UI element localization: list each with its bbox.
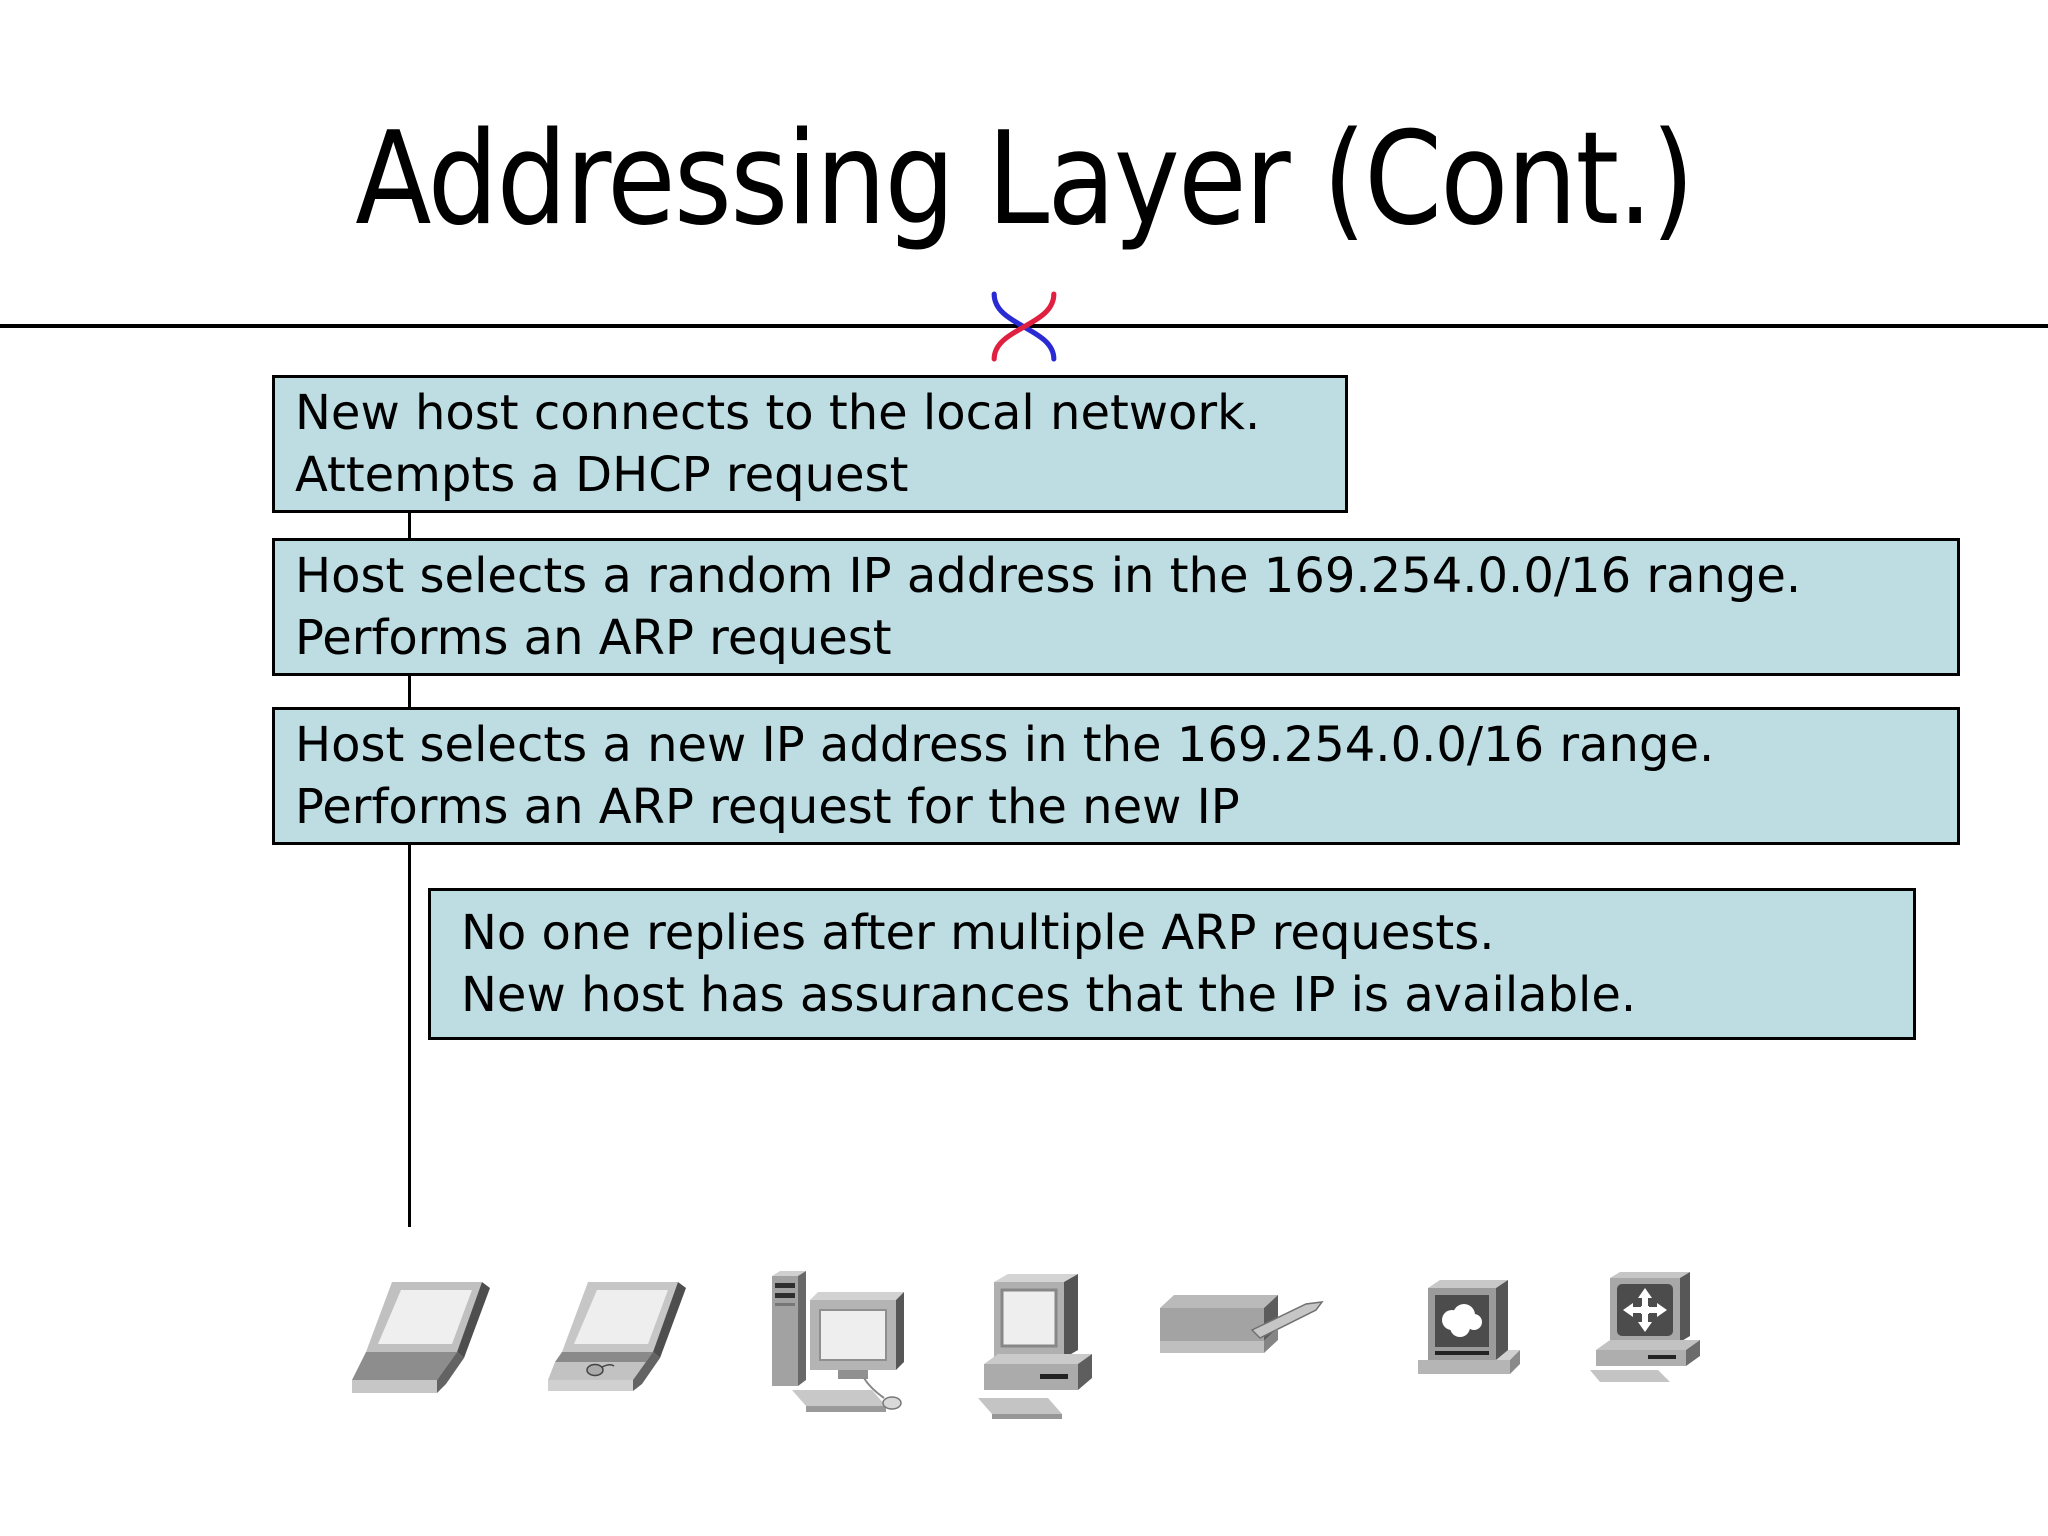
flow-box-line: Host selects a new IP address in the 169… bbox=[295, 716, 1715, 773]
printer-icon bbox=[1160, 1295, 1324, 1353]
desktop-pc-icon bbox=[772, 1271, 904, 1412]
connector-line-1 bbox=[408, 513, 411, 540]
classic-computer-icon bbox=[978, 1274, 1092, 1419]
flow-box-line: New host has assurances that the IP is a… bbox=[461, 967, 1637, 1023]
flow-box-line: Host selects a random IP address in the … bbox=[295, 547, 1802, 604]
flow-box-line: Performs an ARP request for the new IP bbox=[295, 779, 1240, 835]
flow-box-dhcp-request: New host connects to the local network. … bbox=[272, 375, 1348, 513]
flow-box-new-ip: Host selects a new IP address in the 169… bbox=[272, 707, 1960, 845]
flow-box-line: Attempts a DHCP request bbox=[295, 447, 909, 503]
flow-box-line: Performs an ARP request bbox=[295, 610, 892, 666]
flow-box-random-ip: Host selects a random IP address in the … bbox=[272, 538, 1960, 676]
connector-line-2 bbox=[408, 676, 411, 709]
laptop-alt-icon bbox=[548, 1282, 686, 1391]
connector-line-3 bbox=[408, 845, 411, 1227]
slide-title: Addressing Layer (Cont.) bbox=[355, 105, 1694, 254]
laptop-icon bbox=[352, 1282, 490, 1393]
flow-box-line: New host connects to the local network. bbox=[295, 384, 1261, 441]
flow-box-line: No one replies after multiple ARP reques… bbox=[461, 904, 1495, 961]
host-arrows-icon bbox=[1590, 1272, 1700, 1382]
flow-box-ip-available: No one replies after multiple ARP reques… bbox=[428, 888, 1916, 1040]
crossed-curves-decoration-icon bbox=[991, 291, 1057, 362]
host-cloud-icon bbox=[1418, 1280, 1520, 1374]
